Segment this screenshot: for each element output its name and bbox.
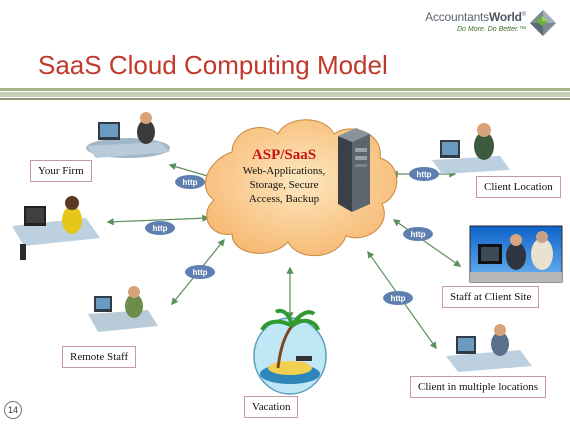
http-badge-your-firm: http: [175, 175, 205, 189]
http-label: http: [416, 170, 431, 179]
brand-name-light: Accountants: [425, 10, 489, 24]
http-badge-left: http: [145, 221, 175, 235]
brand-name-bold: World: [488, 10, 522, 24]
page-title: SaaS Cloud Computing Model: [38, 50, 388, 80]
label-your-firm: Your Firm: [30, 160, 92, 182]
http-label: http: [410, 230, 425, 239]
brand-logo: AccountantsWorld® Do More. Do Better.™: [410, 6, 560, 46]
client-multiple-workstation-icon: [446, 324, 532, 372]
label-remote-staff: Remote Staff: [62, 346, 137, 368]
vacation-island-icon: [253, 308, 327, 395]
brand-name: AccountantsWorld®: [425, 10, 526, 24]
http-label: http: [192, 268, 207, 277]
http-badge-client-multiple: http: [383, 291, 413, 305]
server-tower-icon: [338, 128, 370, 212]
header-divider-mid: [0, 92, 570, 97]
office-worker-icon: [12, 196, 100, 260]
diamond-logo-icon: [530, 10, 556, 36]
http-badge-remote: http: [185, 265, 215, 279]
http-badge-client-location: http: [409, 167, 439, 181]
remote-staff-workstation-icon: [88, 286, 158, 332]
cloud-diagram: http http http http http: [0, 100, 570, 430]
cloud-title: ASP/SaaS: [251, 147, 317, 163]
label-staff-at-client-site: Staff at Client Site: [442, 286, 540, 308]
diagram-canvas: http http http http http: [12, 112, 563, 395]
http-protocol-badges: http http http http http: [145, 167, 439, 305]
http-label: http: [390, 294, 405, 303]
header-divider-low: [0, 98, 570, 100]
arrow-left-desk: [106, 214, 210, 226]
arrow-staff-client-site: [392, 219, 462, 267]
your-firm-workstation-icon: [86, 112, 170, 158]
label-client-multiple: Client in multiple locations: [410, 376, 547, 398]
header-divider: [0, 88, 570, 91]
http-badge-client-site: http: [403, 227, 433, 241]
cloud-line: Storage, Secure: [249, 179, 319, 191]
http-label: http: [182, 178, 197, 187]
brand-tagline: Do More. Do Better.™: [457, 26, 526, 33]
cloud-line: Web-Applications,: [242, 165, 326, 177]
cloud-line: Access, Backup: [248, 193, 320, 205]
label-client-location: Client Location: [476, 176, 561, 198]
brand-mark: ®: [521, 12, 526, 18]
http-label: http: [152, 224, 167, 233]
slide-number: 14: [4, 401, 22, 419]
label-vacation: Vacation: [244, 396, 299, 418]
cloud-text: ASP/SaaS Web-Applications, Storage, Secu…: [224, 146, 344, 206]
client-location-workstation-icon: [432, 123, 510, 174]
staff-at-client-site-photo: [469, 225, 563, 283]
